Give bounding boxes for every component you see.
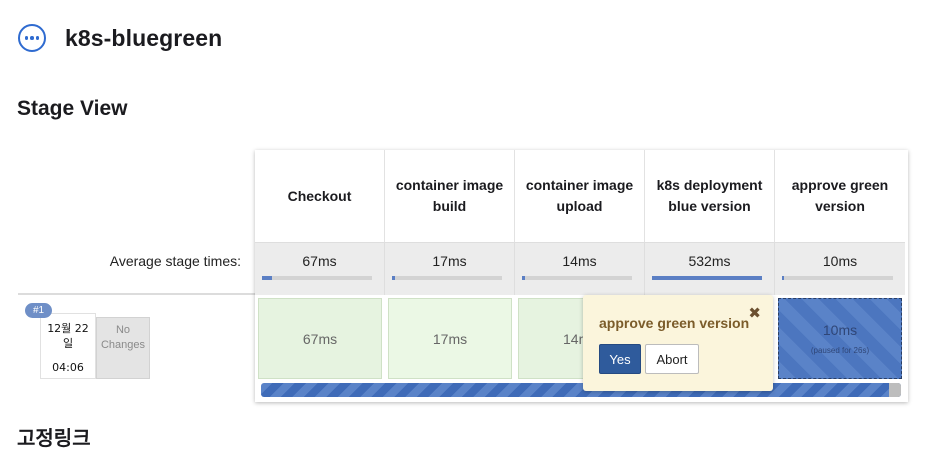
stage-header-container-image-upload: container image upload — [515, 150, 645, 242]
average-time-value: 17ms — [432, 253, 467, 269]
average-time-bar-fill — [782, 276, 785, 280]
build-time: 04:06 — [52, 361, 84, 374]
input-prompt-popover: approve green version ✖ Yes Abort — [583, 295, 773, 391]
average-time-container-image-build: 17ms — [385, 242, 515, 295]
average-time-k8s-deployment-blue-version: 532ms — [645, 242, 775, 295]
build-number-badge[interactable]: #1 — [25, 303, 52, 318]
stage-header-container-image-build: container image build — [385, 150, 515, 242]
average-time-bar-fill — [392, 276, 396, 280]
proceed-button[interactable]: Yes — [599, 344, 641, 374]
average-time-bar-fill — [522, 276, 526, 280]
stage-view-title: Stage View — [17, 97, 128, 120]
average-time-bar — [522, 276, 632, 280]
average-time-value: 67ms — [302, 253, 337, 269]
build-progress-bar — [261, 383, 901, 397]
average-time-value: 14ms — [562, 253, 597, 269]
abort-button[interactable]: Abort — [645, 344, 699, 374]
average-time-bar — [652, 276, 762, 280]
average-time-approve-green-version: 10ms — [775, 242, 905, 295]
stage-view-table: Checkout container image build container… — [255, 150, 908, 402]
average-time-bar-fill — [652, 276, 762, 280]
average-time-container-image-upload: 14ms — [515, 242, 645, 295]
stage-header-approve-green-version: approve green version — [775, 150, 905, 242]
average-time-bar — [782, 276, 893, 280]
stage-header-k8s-deployment-blue-version: k8s deployment blue version — [645, 150, 775, 242]
build-changes: No Changes — [96, 317, 150, 379]
average-time-value: 532ms — [688, 253, 731, 269]
job-header: k8s-bluegreen — [18, 22, 222, 54]
job-title: k8s-bluegreen — [65, 24, 223, 51]
average-time-bar — [392, 276, 502, 280]
build-date[interactable]: 12월 22 일 04:06 — [40, 313, 96, 379]
stage-result-container-image-build[interactable]: 17ms — [388, 298, 512, 379]
average-stage-times-label: Average stage times: — [109, 253, 241, 269]
in-progress-icon — [18, 24, 46, 52]
permalinks-title: 고정링크 — [17, 426, 91, 450]
average-time-checkout: 67ms — [255, 242, 385, 295]
paused-note: (paused for 26s) — [810, 346, 870, 355]
stage-result-checkout[interactable]: 67ms — [258, 298, 382, 379]
input-prompt-title: approve green version — [599, 315, 750, 331]
progress-bar-end — [889, 383, 901, 397]
stage-header-checkout: Checkout — [255, 150, 385, 242]
close-icon[interactable]: ✖ — [748, 305, 761, 322]
average-time-bar-fill — [262, 276, 272, 280]
build-date-text: 12월 22 일 — [47, 322, 89, 350]
build-row: 12월 22 일 04:06 #1 No Changes — [18, 293, 255, 379]
paused-duration: 10ms — [822, 322, 858, 338]
average-time-bar — [262, 276, 372, 280]
stage-result-approve-green-version[interactable]: 10ms (paused for 26s) — [778, 298, 902, 379]
average-time-value: 10ms — [822, 253, 858, 269]
